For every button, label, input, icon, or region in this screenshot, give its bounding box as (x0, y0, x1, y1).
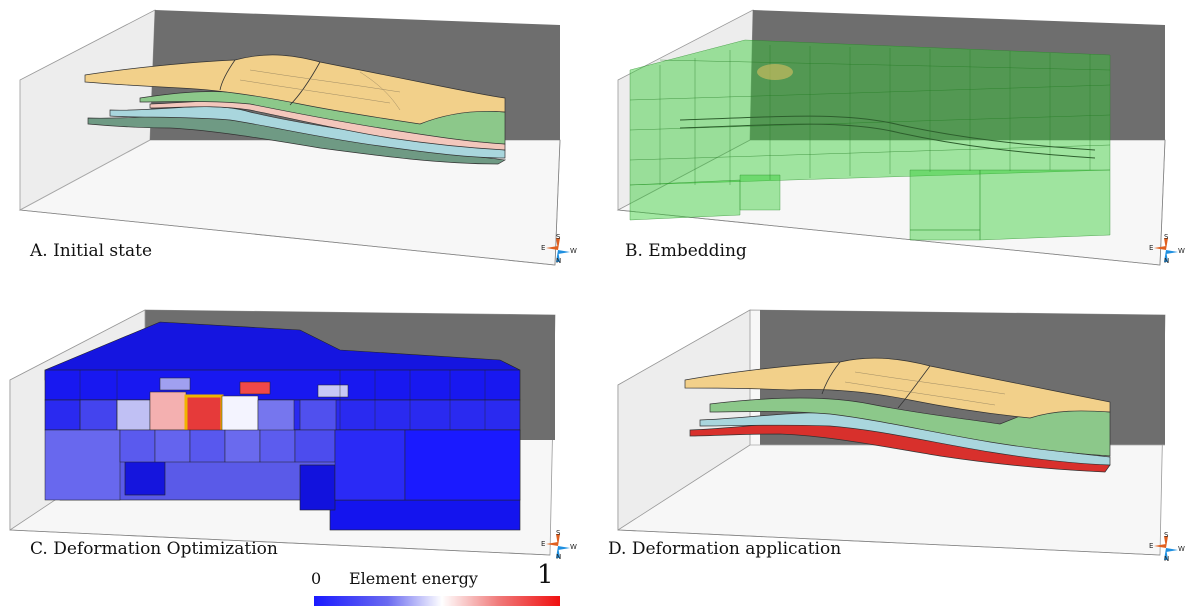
layer-green (709, 397, 1111, 457)
legend-title: Element energy (349, 569, 478, 588)
edge (1159, 139, 1166, 266)
compass-s: S (1164, 531, 1169, 539)
legend-color-bar (314, 596, 560, 606)
compass-s: S (556, 529, 561, 537)
compass-rose-c: E W S N (540, 529, 577, 562)
layer-top-sand (684, 357, 1111, 419)
compass-n: N (556, 257, 562, 265)
energy-voxel-cells (44, 377, 521, 501)
compass-s: S (556, 233, 561, 241)
compass-w: W (1178, 545, 1185, 553)
compass-icon (1154, 536, 1178, 560)
compass-e: E (1149, 542, 1154, 550)
compass-n: N (1164, 555, 1170, 563)
panel-b (600, 0, 1192, 300)
compass-w: W (570, 247, 577, 255)
compass-rose-d: E W S N (1148, 531, 1185, 564)
edge (19, 209, 556, 266)
caption-b: B. Embedding (625, 241, 747, 261)
panel-c (0, 300, 600, 570)
panel-b-scene (616, 9, 1166, 266)
edge (19, 139, 151, 211)
compass-w: W (1178, 247, 1185, 255)
compass-rose-b: E W S N (1148, 233, 1185, 266)
surface-patch (757, 64, 793, 80)
edge (9, 529, 551, 556)
panel-d-scene (617, 309, 1166, 556)
embedded-layers-2 (679, 123, 1096, 159)
legend-max-label: 1 (537, 560, 554, 590)
contour-lines (844, 371, 1006, 406)
edge (617, 209, 1161, 266)
compass-icon (546, 534, 570, 558)
panel-a (0, 0, 600, 300)
caption-d: D. Deformation application (608, 539, 842, 559)
compass-n: N (1164, 257, 1170, 265)
compass-e: E (541, 244, 546, 252)
fault-line (821, 361, 931, 409)
voxel-grid-lines (79, 370, 486, 430)
legend-min-label: 0 (311, 569, 322, 588)
compass-w: W (570, 543, 577, 551)
edge (617, 529, 1161, 556)
edge (554, 139, 561, 266)
energy-legend: 0 Element energy 1 (300, 560, 570, 609)
contour-lines (239, 69, 401, 111)
panel-c-scene (9, 309, 556, 556)
panel-a-scene (18, 9, 561, 266)
compass-rose-a: E W S N (540, 233, 577, 266)
back-wall (750, 10, 1165, 140)
fault-line (219, 59, 321, 106)
caption-a: A. Initial state (30, 241, 153, 261)
compass-n: N (556, 553, 562, 561)
compass-icon (546, 238, 570, 262)
embedded-layers (679, 115, 1096, 151)
compass-s: S (1164, 233, 1169, 241)
layer-top-sand (84, 54, 506, 125)
compass-e: E (541, 540, 546, 548)
panel-d (600, 300, 1192, 570)
compass-e: E (1149, 244, 1154, 252)
caption-c: C. Deformation Optimization (30, 539, 278, 559)
compass-icon (1154, 238, 1178, 262)
layer-blue (109, 106, 506, 159)
